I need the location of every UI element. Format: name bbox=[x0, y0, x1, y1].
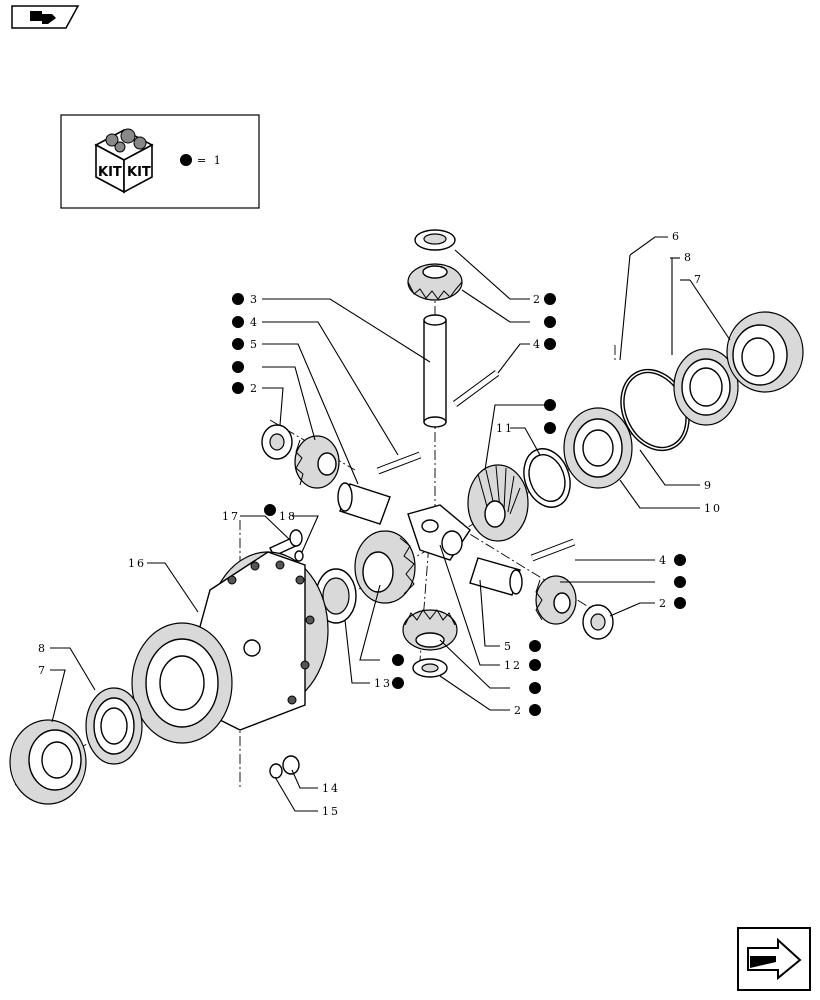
clutch-collar-10 bbox=[563, 407, 633, 489]
bearing-cone-7-right bbox=[726, 311, 804, 393]
thrust-washer-right bbox=[582, 604, 614, 640]
bearing-cone-7-left bbox=[9, 719, 87, 805]
callout-16: 16 bbox=[128, 557, 146, 570]
callout-8-right: 8 bbox=[684, 251, 693, 264]
next-page-arrow-icon[interactable] bbox=[737, 927, 811, 991]
kit-text-left: KIT bbox=[98, 165, 122, 180]
callout-7-left: 7 bbox=[38, 664, 47, 677]
shaft-short-left bbox=[337, 482, 391, 525]
thrust-washer-top bbox=[414, 229, 456, 251]
callout-4-right: 4 bbox=[659, 554, 668, 567]
callout-12: 12 bbox=[504, 659, 522, 672]
side-gear-bottom bbox=[402, 609, 458, 651]
differential-housing-16 bbox=[131, 551, 329, 744]
callout-2-bottom: 2 bbox=[514, 704, 523, 717]
callout-18: 18 bbox=[279, 510, 297, 523]
callout-2-top: 2 bbox=[533, 293, 542, 306]
o-ring-15 bbox=[269, 763, 283, 779]
kit-marker-dot bbox=[180, 154, 192, 166]
callout-5-bottom: 5 bbox=[504, 640, 513, 653]
spring-pin-left bbox=[376, 451, 422, 475]
leader-lines bbox=[50, 236, 731, 812]
kit-legend: KIT KIT = 1 bbox=[60, 114, 260, 209]
callout-labels: 6 8 7 3 2 4 4 5 2 11 9 10 17 18 16 4 2 8… bbox=[38, 230, 722, 818]
callout-7-right: 7 bbox=[694, 273, 703, 286]
planet-gear-left bbox=[294, 435, 340, 489]
kit-marker-dots bbox=[232, 293, 686, 716]
callout-9: 9 bbox=[704, 479, 713, 492]
callout-4-right-top: 4 bbox=[533, 338, 542, 351]
kit-box-icon: KIT KIT bbox=[94, 128, 154, 194]
side-gear-top bbox=[407, 263, 463, 301]
cross-shaft bbox=[423, 314, 447, 428]
thrust-washer-left bbox=[261, 424, 293, 460]
spring-pin-upper bbox=[452, 370, 500, 407]
kit-text-right: KIT bbox=[127, 165, 151, 180]
side-gear-12 bbox=[354, 530, 416, 604]
callout-5-top: 5 bbox=[250, 338, 259, 351]
callout-2-left: 2 bbox=[250, 382, 259, 395]
callout-4-left: 4 bbox=[250, 316, 259, 329]
spring-pin-lower bbox=[530, 538, 576, 562]
plug-14 bbox=[282, 755, 300, 775]
callout-6: 6 bbox=[672, 230, 681, 243]
bolt-17 bbox=[269, 529, 303, 557]
bolt-18 bbox=[294, 550, 304, 562]
planet-gear-right bbox=[535, 575, 577, 625]
kit-equation: = 1 bbox=[197, 154, 223, 167]
shaft-short-right bbox=[469, 557, 523, 596]
bearing-race-8-right bbox=[673, 348, 739, 426]
thrust-washer-bottom bbox=[412, 658, 448, 678]
center-block bbox=[407, 504, 471, 561]
callout-11: 11 bbox=[496, 422, 514, 435]
tractor-book-icon[interactable] bbox=[11, 5, 80, 29]
bearing-race-8-left bbox=[85, 687, 143, 765]
callout-14: 14 bbox=[322, 782, 340, 795]
callout-2-right: 2 bbox=[659, 597, 668, 610]
callout-8-left: 8 bbox=[38, 642, 47, 655]
callout-17: 17 bbox=[222, 510, 240, 523]
callout-10: 10 bbox=[704, 502, 722, 515]
snap-ring-11 bbox=[523, 448, 571, 508]
callout-3: 3 bbox=[250, 293, 259, 306]
callout-13: 13 bbox=[374, 677, 392, 690]
callout-15: 15 bbox=[322, 805, 340, 818]
bevel-gear-center bbox=[467, 464, 529, 542]
